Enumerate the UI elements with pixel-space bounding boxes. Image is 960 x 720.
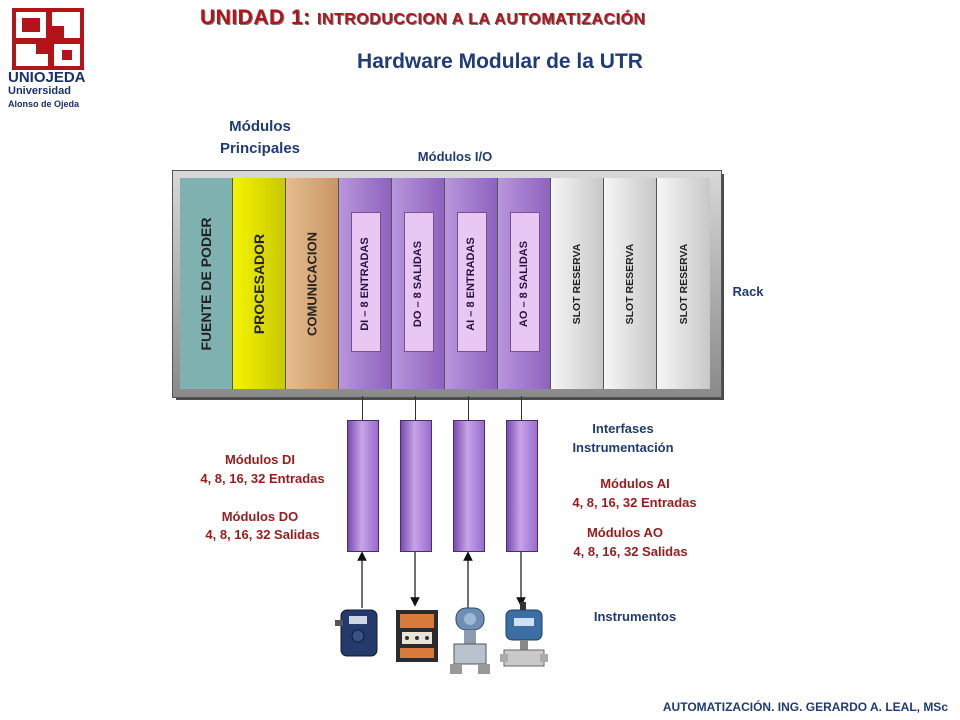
connector-line — [415, 396, 416, 420]
modulos-io-label: Módulos I/O — [417, 149, 493, 164]
slot-label: SLOT RESERVA — [624, 243, 636, 324]
slot-power-supply: FUENTE DE PODER — [180, 178, 233, 389]
slot-label: AO – 8 SALIDAS — [518, 240, 530, 327]
ai-modules-sub: 4, 8, 16, 32 Entradas — [572, 495, 697, 510]
interface-module-di — [347, 420, 379, 552]
interface-module-ao — [506, 420, 538, 552]
signal-arrows — [357, 551, 526, 608]
pressure-switch-icon — [335, 609, 378, 657]
slot-ao: AO – 8 SALIDAS — [498, 178, 551, 389]
slot-label: SLOT RESERVA — [571, 243, 583, 324]
rack-label: Rack — [732, 284, 764, 299]
connector-line — [362, 396, 363, 420]
slot-label: FUENTE DE PODER — [198, 216, 214, 351]
do-modules-sub: 4, 8, 16, 32 Salidas — [205, 527, 320, 542]
logo-university: Universidad — [8, 85, 71, 97]
unit-title-rest: INTRODUCCION A LA AUTOMATIZACIÓN — [317, 11, 646, 28]
contactor-icon — [396, 610, 438, 662]
module-tag — [457, 212, 487, 352]
ao-modules-sub: 4, 8, 16, 32 Salidas — [573, 544, 688, 559]
logo-name: UNIOJEDA — [8, 69, 86, 86]
slot-reserve-3: SLOT RESERVA — [657, 178, 710, 389]
slot-label: PROCESADOR — [251, 233, 267, 334]
connector-line — [521, 396, 522, 420]
footer-credit: AUTOMATIZACIÓN. ING. GERARDO A. LEAL, MS… — [662, 700, 948, 714]
module-tag — [351, 212, 381, 352]
slot-di: DI – 8 ENTRADAS — [339, 178, 392, 389]
interface-module-do — [400, 420, 432, 552]
unit-title-main: UNIDAD 1: — [200, 6, 311, 29]
slot-label: SLOT RESERVA — [677, 243, 690, 324]
module-tag — [404, 212, 434, 352]
modulos-principales-label-2: Principales — [219, 140, 301, 157]
transmitter-icon — [450, 607, 490, 674]
module-tag — [510, 212, 540, 352]
interfaces-label-2: Instrumentación — [572, 440, 674, 455]
page-title: Hardware Modular de la UTR — [357, 50, 643, 73]
actuated-valve-icon — [500, 602, 548, 667]
ao-modules-title: Módulos AO — [586, 525, 664, 540]
di-modules-sub: 4, 8, 16, 32 Entradas — [200, 471, 325, 486]
ai-modules-title: Módulos AI — [600, 476, 670, 491]
modulos-principales-label-1: Módulos — [229, 118, 291, 135]
connector-line — [468, 396, 469, 420]
slot-reserve-1: SLOT RESERVA — [551, 178, 604, 389]
slot-label: COMUNICACION — [304, 231, 320, 336]
slot-ai: AI – 8 ENTRADAS — [445, 178, 498, 389]
slot-reserve-2: SLOT RESERVA — [604, 178, 657, 389]
interface-module-ai — [453, 420, 485, 552]
slot-label: DO – 8 SALIDAS — [412, 240, 424, 327]
do-modules-title: Módulos DO — [221, 509, 299, 524]
di-modules-title: Módulos DI — [224, 452, 296, 467]
rack-slots: FUENTE DE PODER PROCESADOR COMUNICACION … — [180, 178, 710, 389]
slot-communication: COMUNICACION — [286, 178, 339, 389]
slot-do: DO – 8 SALIDAS — [392, 178, 445, 389]
slot-label: AI – 8 ENTRADAS — [465, 236, 477, 331]
slot-processor: PROCESADOR — [233, 178, 286, 389]
instruments-label: Instrumentos — [593, 609, 677, 624]
unit-title: UNIDAD 1: INTRODUCCION A LA AUTOMATIZACI… — [200, 6, 770, 30]
logo-university-name: Alonso de Ojeda — [8, 99, 80, 109]
uniojeda-logo-icon — [12, 8, 84, 70]
slot-label: DI – 8 ENTRADAS — [359, 236, 371, 331]
interfaces-label-1: Interfases — [592, 421, 654, 436]
